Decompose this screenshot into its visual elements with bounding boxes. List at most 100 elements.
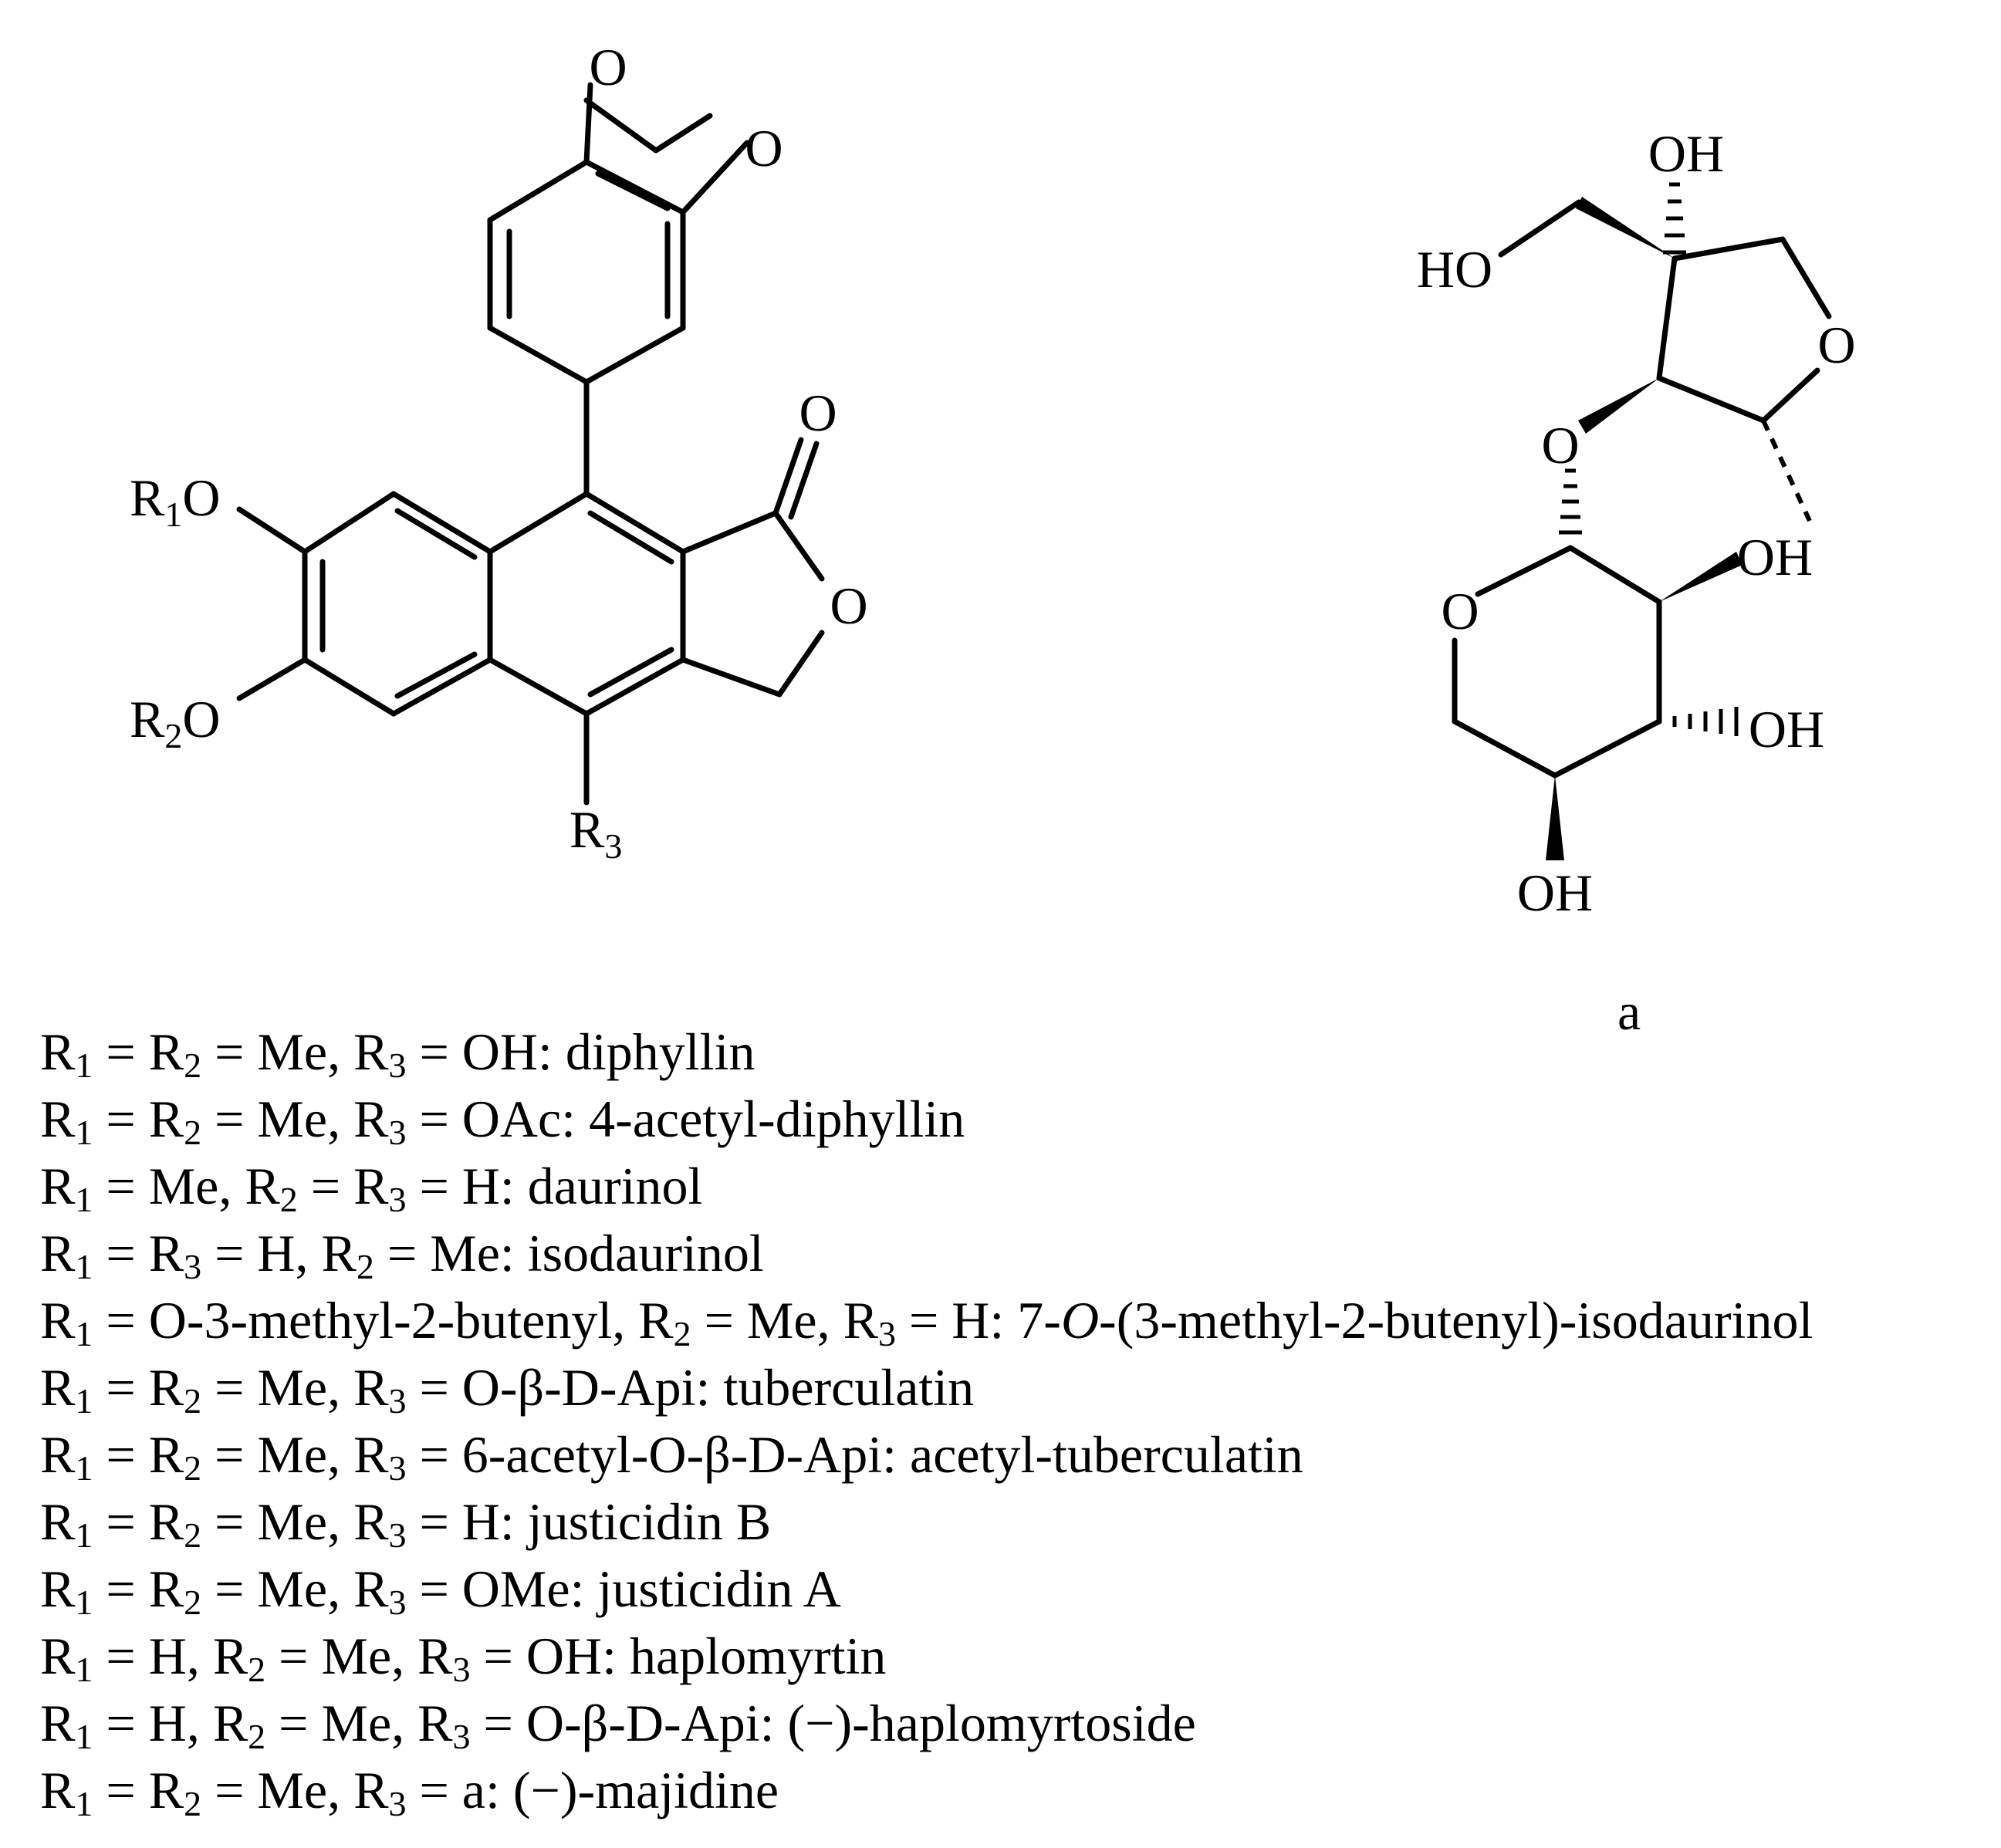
legend-row: R1 = R2 = Me, R3 = a: (−)-majidine [40, 1757, 1813, 1824]
legend-text: = Me, R [691, 1291, 878, 1350]
legend-text: = OH: diphyllin [406, 1022, 755, 1081]
atom-label-oh: OH [1517, 863, 1593, 922]
legend-text: 1 [75, 1784, 93, 1823]
atom-label-o: O [830, 576, 867, 635]
bond [1567, 545, 1662, 605]
r2o-label: R2O [130, 690, 220, 755]
legend-text: = OH: haplomyrtin [470, 1627, 887, 1685]
legend-text: = O-3-methyl-2-butenyl, R [93, 1291, 674, 1350]
bond [487, 657, 590, 717]
legend-text: 2 [184, 1515, 202, 1555]
bond [680, 657, 782, 698]
bond [583, 491, 686, 555]
bond [680, 510, 779, 555]
legend-text: = Me, R [201, 1022, 389, 1081]
bond [487, 159, 590, 223]
sugar-structure [1452, 182, 1832, 860]
atom-label-o: O [589, 38, 627, 96]
legend-text: = Me, R [201, 1358, 389, 1417]
legend-text: = O-β-D-Api: tuberculatin [406, 1358, 975, 1417]
legend-text: 3 [388, 1515, 407, 1555]
atom-label-oh: OH [1737, 528, 1813, 586]
legend-text: 1 [75, 1717, 93, 1756]
bond [1656, 255, 1678, 381]
legend-text: 3 [388, 1381, 407, 1421]
legend-text: = R [93, 1358, 184, 1417]
legend-text: = Me, R [201, 1559, 389, 1618]
bond [595, 171, 671, 211]
bond [1656, 375, 1766, 424]
legend-text: = R [93, 1224, 184, 1282]
legend-text: = R [93, 1090, 184, 1148]
legend-row: R1 = R2 = Me, R3 = OAc: 4-acetyl-diphyll… [40, 1086, 1813, 1153]
legend-text: R [40, 1224, 76, 1282]
legend-text: = O-β-D-Api: (−)-haplomyrtoside [470, 1694, 1196, 1752]
bond [302, 657, 397, 717]
main-structure [236, 82, 825, 806]
legend-text: 2 [248, 1717, 266, 1756]
hashed-bond [1672, 707, 1739, 736]
bond [1475, 545, 1573, 597]
legend-text: 3 [388, 1784, 407, 1823]
atom-label-oh: OH [1749, 700, 1824, 758]
legend-text: 1 [75, 1113, 93, 1152]
legend-row: R1 = R2 = Me, R3 = OH: diphyllin [40, 1019, 1813, 1086]
wedge-bond [1576, 197, 1675, 258]
atom-label-o: O [745, 119, 782, 177]
legend-row: R1 = H, R2 = Me, R3 = O-β-D-Api: (−)-hap… [40, 1690, 1813, 1757]
wedge-bond [1578, 378, 1659, 434]
bond [487, 491, 590, 555]
bond [1498, 199, 1582, 258]
hashed-bond [1663, 182, 1686, 255]
legend-text: 3 [388, 1448, 407, 1488]
legend-row: R1 = R2 = Me, R3 = OMe: justicidin A [40, 1556, 1813, 1623]
bond [302, 491, 397, 555]
atom-label-o: O [1441, 582, 1479, 640]
legend-text: = R [93, 1559, 184, 1618]
atom-label-o: O [799, 383, 837, 442]
bond [583, 159, 686, 215]
legend-text: = Me, R [265, 1627, 453, 1685]
bond [1760, 367, 1820, 424]
legend-text: 3 [388, 1113, 407, 1152]
r1o-label: R1O [130, 468, 220, 534]
legend-text: 1 [75, 1515, 93, 1555]
legend-text: = OMe: justicidin A [406, 1559, 841, 1618]
legend-row: R1 = R3 = H, R2 = Me: isodaurinol [40, 1220, 1813, 1287]
legend-text: = Me, R [93, 1157, 280, 1215]
legend-text: 1 [75, 1583, 93, 1622]
wedge-bond [1659, 552, 1742, 602]
legend-text: 2 [673, 1314, 691, 1353]
legend-text: R [40, 1022, 76, 1081]
legend-text: 3 [388, 1046, 407, 1085]
legend-text: = Me: isodaurinol [373, 1224, 764, 1282]
bond [776, 630, 825, 698]
dashed-bond [1761, 419, 1812, 522]
r3-label: R3 [570, 800, 622, 866]
legend-text: 1 [75, 1381, 93, 1421]
legend-text: R [40, 1559, 76, 1618]
legend-text: R [40, 1627, 76, 1685]
legend-text: R [40, 1694, 76, 1752]
legend-text: R [40, 1358, 76, 1417]
legend-text: = R [93, 1425, 184, 1484]
legend-row: R1 = Me, R2 = R3 = H: daurinol [40, 1153, 1813, 1220]
wedge-bond [1546, 775, 1564, 860]
legend-text: 3 [184, 1247, 202, 1286]
bond [1552, 718, 1662, 779]
atom-label-o: O [1541, 416, 1579, 475]
legend-text: 2 [356, 1247, 374, 1286]
bond [653, 113, 713, 154]
bond [487, 325, 590, 385]
legend-text: = R [93, 1492, 184, 1551]
atom-label-ho: HO [1417, 240, 1492, 299]
legend-text: = R [93, 1761, 184, 1819]
legend-text: = Me, R [265, 1694, 453, 1752]
legend-text: R [40, 1492, 76, 1551]
legend-text: 3 [388, 1583, 407, 1622]
bond [394, 508, 478, 560]
legend-text: -(3-methyl-2-butenyl)-isodaurinol [1099, 1291, 1813, 1350]
legend-text: 2 [184, 1046, 202, 1085]
